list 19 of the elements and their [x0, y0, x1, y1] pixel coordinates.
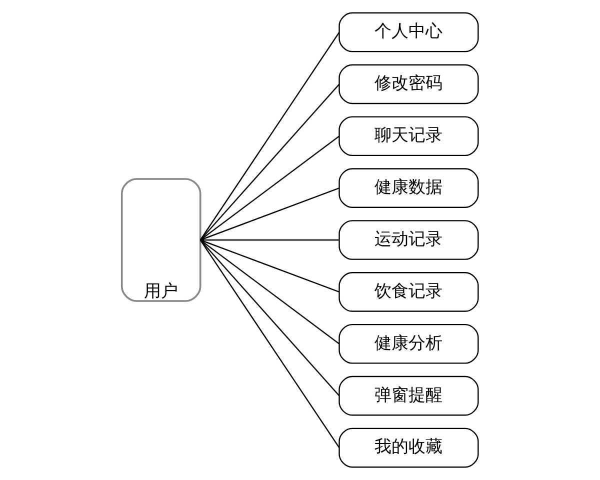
connector [200, 84, 340, 240]
node-box: 运动记录 [338, 220, 479, 260]
connector [200, 239, 340, 241]
node-box: 饮食记录 [338, 272, 479, 312]
node-box: 健康分析 [338, 324, 479, 364]
node-box: 聊天记录 [338, 116, 479, 156]
node-box: 个人中心 [338, 12, 479, 52]
connector [200, 240, 340, 448]
node-box: 我的收藏 [338, 428, 479, 468]
node-box: 用户 [120, 178, 202, 302]
connector [200, 136, 340, 240]
connector [200, 32, 340, 240]
connector [200, 240, 340, 396]
connector [200, 188, 340, 241]
node-box: 健康数据 [338, 168, 479, 208]
node-box: 修改密码 [338, 64, 479, 104]
connector [200, 239, 340, 292]
node-box: 弹窗提醒 [338, 376, 479, 416]
connector [200, 240, 340, 344]
